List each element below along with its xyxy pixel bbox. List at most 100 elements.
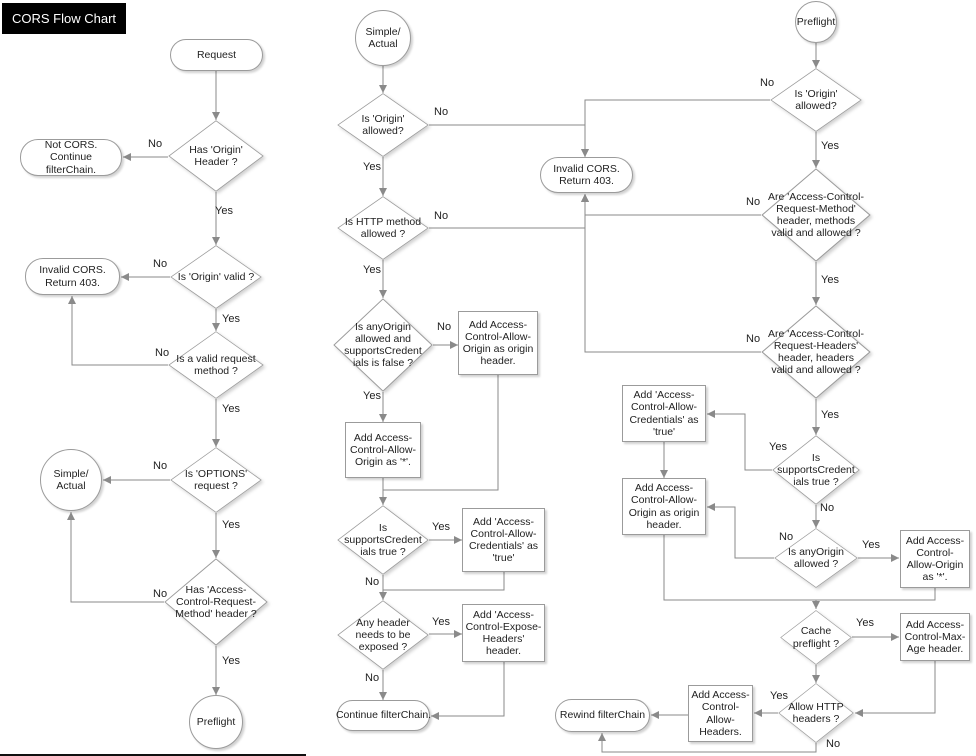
diamond-polygon bbox=[761, 305, 871, 399]
process-add-max-age-label: Add Access-Control-Max-Age header. bbox=[904, 618, 966, 656]
process-add-acao-star-mid-label: Add Access-Control-Allow-Origin as '*'. bbox=[350, 431, 416, 469]
diamond-shape bbox=[168, 120, 264, 192]
process-add-expose-headers: Add 'Access-Control-Expose-Headers' head… bbox=[462, 604, 545, 662]
edge-label-no: No bbox=[153, 460, 168, 472]
decision-cache-preflight: Cache preflight ? bbox=[780, 610, 852, 665]
connector-preflight-left-label: Preflight bbox=[196, 715, 236, 728]
decision-has-acrm-header-label: Has 'Access-Control-Request-Method' head… bbox=[175, 583, 257, 621]
diamond-shape bbox=[774, 528, 858, 588]
decision-is-origin-valid-label: Is 'Origin' valid ? bbox=[177, 270, 255, 283]
process-add-acac-true-mid-label: Add 'Access-Control-Allow-Credentials' a… bbox=[468, 515, 539, 565]
edge-http-method-no-to-invalid bbox=[429, 194, 589, 229]
edge-label-yes: Yes bbox=[856, 617, 874, 629]
edge-label-yes: Yes bbox=[821, 274, 839, 286]
edge-label-yes: Yes bbox=[363, 264, 381, 276]
edge-label-yes: Yes bbox=[222, 655, 240, 667]
diamond-polygon bbox=[337, 505, 429, 575]
terminator-not-cors-label: Not CORS. Continue filterChain. bbox=[44, 139, 98, 176]
edge-origin-allowed-mid-no-to-invalid bbox=[429, 124, 589, 157]
edge-label-no: No bbox=[153, 588, 168, 600]
diamond-polygon bbox=[774, 528, 858, 588]
diamond-shape bbox=[761, 305, 871, 399]
process-add-acao-star-right: Add Access-Control-Allow-Origin as '*'. bbox=[900, 530, 970, 588]
edge-acrm-no-to-simple-left bbox=[67, 512, 164, 603]
process-add-allow-headers-label: Add Access-Control-Allow-Headers. bbox=[691, 689, 750, 738]
decision-origin-allowed-right: Is 'Origin' allowed? bbox=[770, 68, 862, 132]
diamond-polygon bbox=[772, 435, 860, 505]
edge-anyorigin-right-no-to-acao-origin bbox=[707, 503, 774, 559]
decision-any-header-exposed: Any header needs to be exposed ? bbox=[337, 600, 429, 670]
edge-label-yes: Yes bbox=[862, 539, 880, 551]
diamond-shape bbox=[170, 245, 262, 309]
decision-allow-http-headers: Allow HTTP headers ? bbox=[778, 683, 854, 743]
decision-anyorigin-allowed: Is anyOrigin allowed ? bbox=[774, 528, 858, 588]
edge-acac-mid-merge bbox=[383, 572, 505, 591]
edge-label-no: No bbox=[365, 576, 380, 588]
decision-http-method-allowed-label: Is HTTP method allowed ? bbox=[344, 215, 422, 240]
decision-anyorigin-supports-false-label: Is anyOrigin allowed and supportsCredent… bbox=[344, 320, 422, 370]
process-add-max-age: Add Access-Control-Max-Age header. bbox=[900, 613, 970, 661]
edge-acrm-valid-no-to-invalid bbox=[581, 194, 761, 216]
edge-label-no: No bbox=[155, 347, 170, 359]
connector-simple-actual-mid: Simple/ Actual bbox=[355, 10, 411, 66]
diamond-polygon bbox=[337, 93, 429, 157]
decision-acrm-valid: Are 'Access-Control-Request-Method' head… bbox=[761, 168, 871, 262]
decision-any-header-exposed-label: Any header needs to be exposed ? bbox=[355, 616, 411, 654]
edge-label-yes: Yes bbox=[432, 521, 450, 533]
decision-is-origin-valid: Is 'Origin' valid ? bbox=[170, 245, 262, 309]
edge-label-no: No bbox=[434, 106, 449, 118]
decision-has-origin-header: Has 'Origin' Header ? bbox=[168, 120, 264, 192]
edge-label-no: No bbox=[365, 672, 380, 684]
edge-acao-origin-right-to-cache bbox=[663, 535, 820, 609]
window-edge-line bbox=[0, 754, 306, 756]
edge-label-yes: Yes bbox=[770, 690, 788, 702]
diamond-shape bbox=[778, 683, 854, 743]
edge-label-yes: Yes bbox=[432, 616, 450, 628]
diamond-polygon bbox=[337, 600, 429, 670]
diamond-shape bbox=[770, 68, 862, 132]
diamond-shape bbox=[337, 505, 429, 575]
decision-anyorigin-allowed-label: Is anyOrigin allowed ? bbox=[787, 545, 845, 570]
terminator-continue-filterchain: Continue filterChain. bbox=[336, 700, 431, 731]
connector-preflight-right-label: Preflight bbox=[796, 15, 836, 28]
terminator-invalid-cors-left: Invalid CORS. Return 403. bbox=[25, 258, 120, 295]
diamond-shape bbox=[164, 558, 268, 646]
diamond-shape bbox=[337, 600, 429, 670]
edge-label-yes: Yes bbox=[769, 441, 787, 453]
edge-max-age-to-allow-headers bbox=[855, 661, 936, 717]
edge-label-yes: Yes bbox=[821, 140, 839, 152]
decision-valid-request-method: Is a valid request method ? bbox=[168, 331, 264, 399]
diamond-polygon bbox=[780, 610, 852, 665]
edge-label-no: No bbox=[779, 531, 794, 543]
process-add-acac-true-mid: Add 'Access-Control-Allow-Credentials' a… bbox=[462, 508, 545, 572]
connector-simple-actual-mid-label: Simple/ Actual bbox=[365, 25, 401, 50]
decision-has-acrm-header: Has 'Access-Control-Request-Method' head… bbox=[164, 558, 268, 646]
process-add-acao-origin-mid: Add Access-Control-Allow-Origin as origi… bbox=[458, 311, 538, 375]
process-add-acao-star-mid: Add Access-Control-Allow-Origin as '*'. bbox=[345, 422, 421, 478]
process-add-acao-star-right-label: Add Access-Control-Allow-Origin as '*'. bbox=[905, 534, 965, 584]
edge-label-no: No bbox=[148, 138, 163, 150]
process-add-acac-true-right-label: Add 'Access-Control-Allow-Credentials' a… bbox=[629, 389, 699, 438]
decision-origin-allowed-right-label: Is 'Origin' allowed? bbox=[794, 87, 838, 112]
decision-acrh-valid: Are 'Access-Control-Request-Headers' hea… bbox=[761, 305, 871, 399]
terminator-invalid-cors-mid-label: Invalid CORS. Return 403. bbox=[553, 162, 620, 187]
edge-label-yes: Yes bbox=[363, 390, 381, 402]
edge-label-yes: Yes bbox=[363, 161, 381, 173]
decision-supports-credentials-mid: Is supportsCredent ials true ? bbox=[337, 505, 429, 575]
edge-label-no: No bbox=[826, 738, 841, 750]
edge-label-no: No bbox=[434, 210, 449, 222]
connector-simple-actual-left: Simple/ Actual bbox=[40, 449, 102, 511]
diamond-shape bbox=[761, 168, 871, 262]
diamond-polygon bbox=[778, 683, 854, 743]
diamond-polygon bbox=[170, 447, 262, 513]
process-add-acao-origin-right: Add Access-Control-Allow-Origin as origi… bbox=[622, 478, 706, 535]
edge-label-yes: Yes bbox=[222, 519, 240, 531]
diamond-polygon bbox=[168, 331, 264, 399]
edge-allow-headers-no-to-rewind bbox=[598, 733, 817, 753]
decision-cache-preflight-label: Cache preflight ? bbox=[792, 625, 840, 650]
decision-acrh-valid-label: Are 'Access-Control-Request-Headers' hea… bbox=[768, 327, 864, 377]
edge-label-no: No bbox=[437, 321, 452, 333]
edge-supports-cred-right-yes-to-acac bbox=[707, 410, 772, 471]
process-add-allow-headers: Add Access-Control-Allow-Headers. bbox=[688, 685, 753, 742]
